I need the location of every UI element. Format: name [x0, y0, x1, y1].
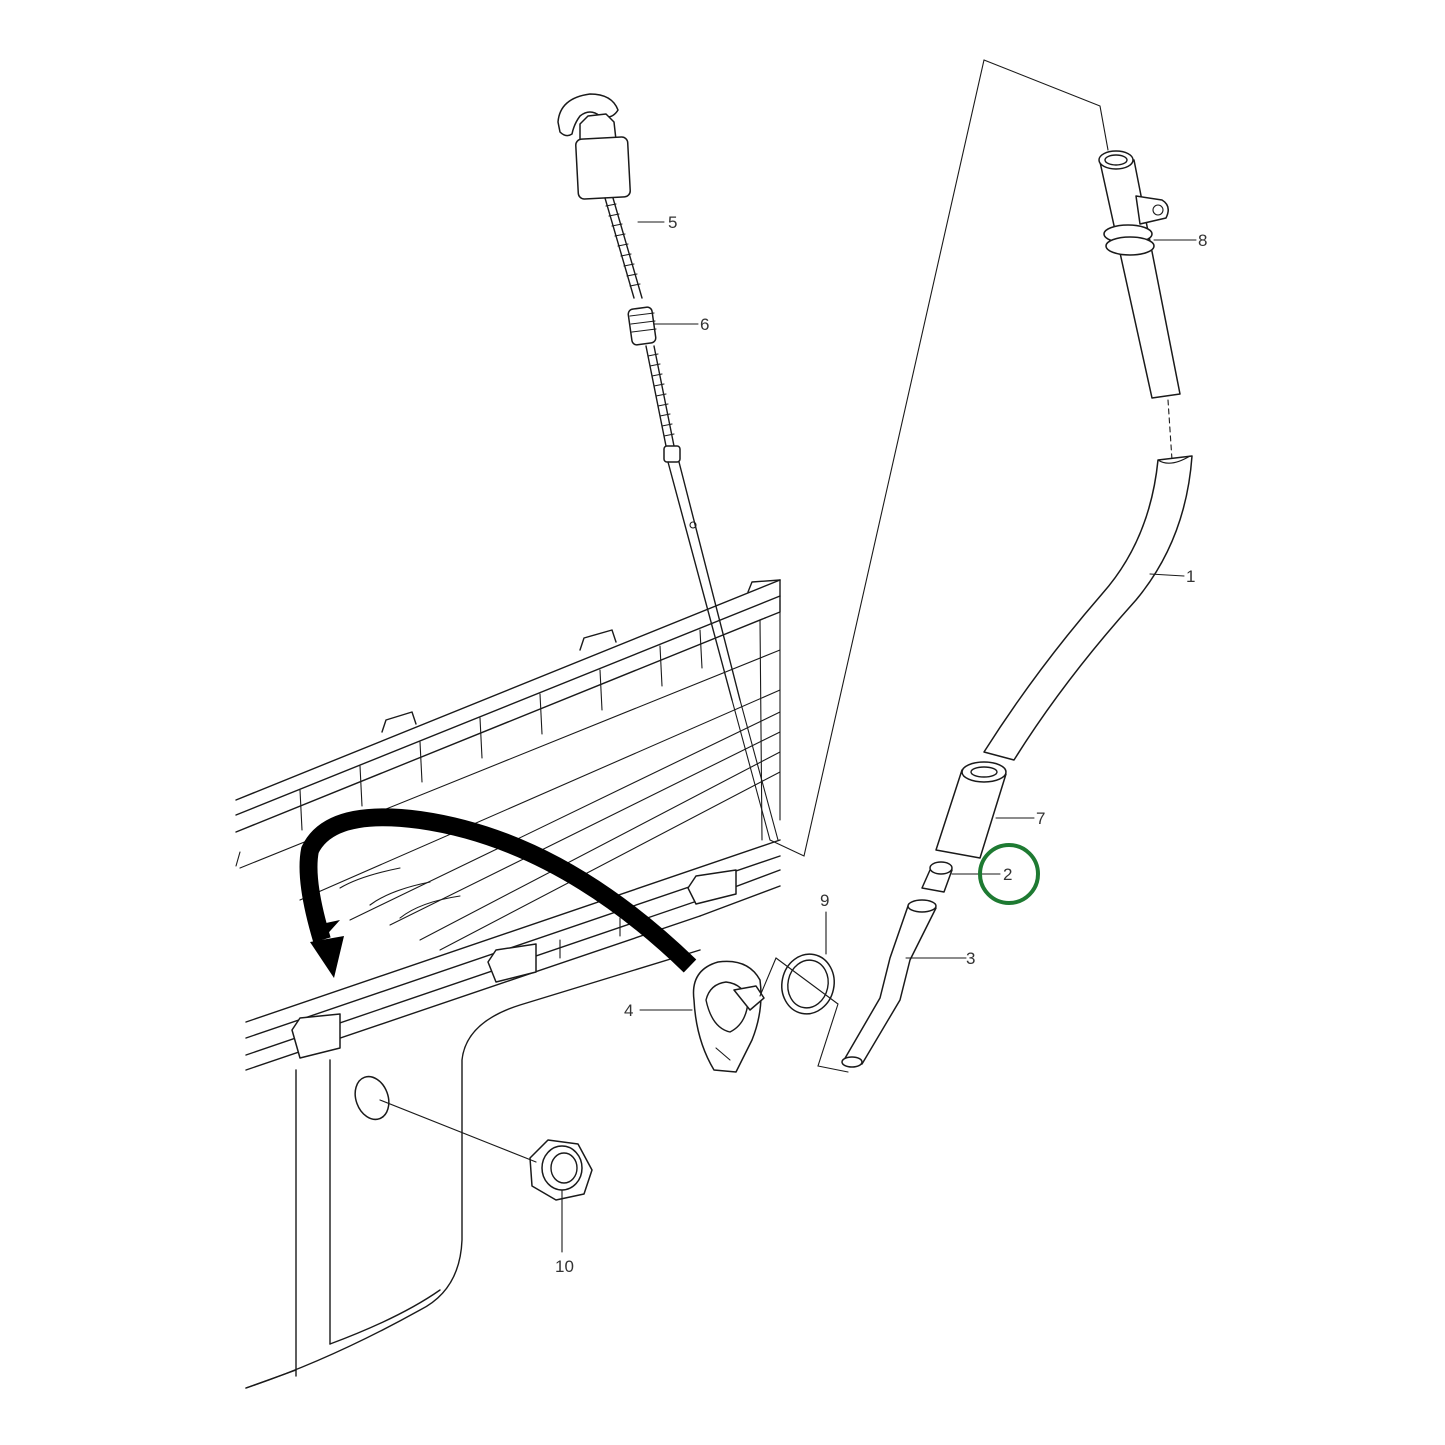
- label-part-9: 9: [820, 891, 829, 910]
- label-part-1: 1: [1186, 567, 1195, 586]
- arrow-head: [310, 936, 344, 978]
- label-part-5: 5: [668, 213, 677, 232]
- label-part-7: 7: [1036, 809, 1045, 828]
- nut: [529, 1139, 593, 1201]
- label-part-6: 6: [700, 315, 709, 334]
- label-part-3: 3: [966, 949, 975, 968]
- guide-tube: [983, 150, 1193, 761]
- label-part-8: 8: [1198, 231, 1207, 250]
- connector-lines: [379, 59, 1109, 1163]
- lower-tube-parts: [841, 761, 1007, 1068]
- oil-pan: [235, 579, 781, 1389]
- label-part-4: 4: [624, 1001, 633, 1020]
- adapter-and-oring: [692, 953, 835, 1073]
- drain-hole: [354, 1075, 390, 1121]
- leader-lines: [561, 221, 1197, 1253]
- dipstick: [557, 93, 779, 841]
- label-part-10: 10: [555, 1257, 574, 1276]
- label-part-2: 2: [1003, 865, 1012, 884]
- o-ring: [781, 953, 835, 1015]
- direction-arrow: [299, 808, 697, 978]
- highlight-circle: [978, 843, 1040, 905]
